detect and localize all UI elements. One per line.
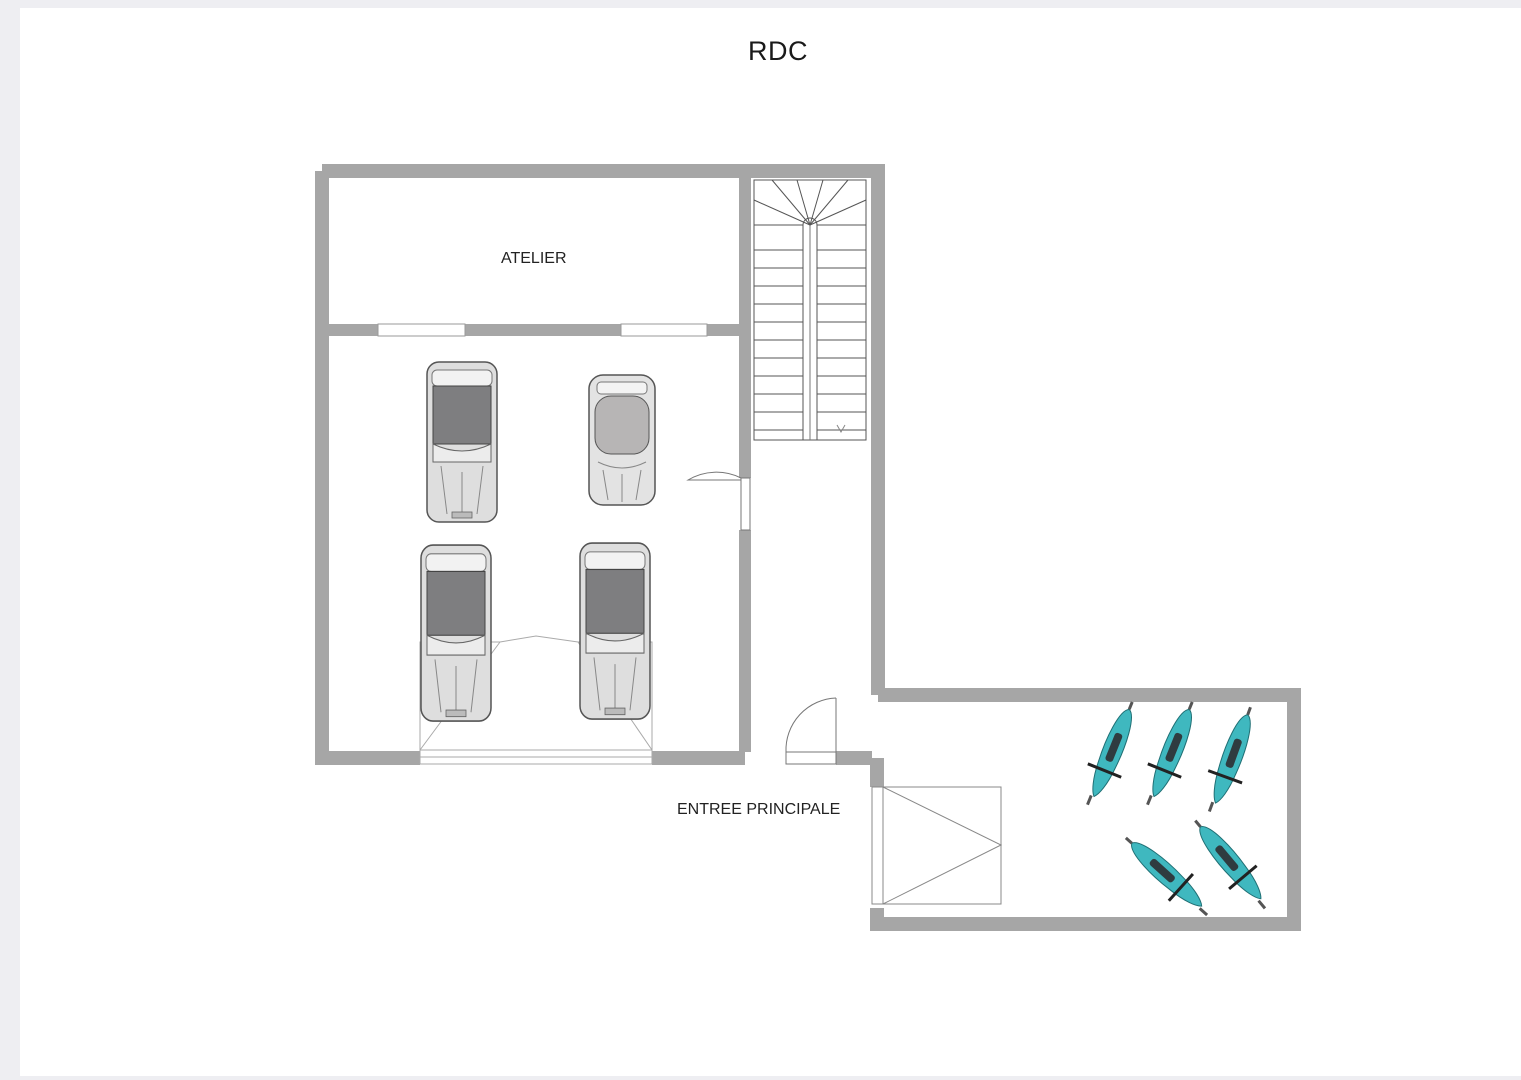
bike-2 (1132, 693, 1211, 815)
car-3 (420, 544, 492, 722)
floor-title: RDC (748, 36, 808, 66)
bike-3 (1193, 699, 1269, 821)
stair-winders (753, 179, 867, 226)
atelier-windows (377, 323, 708, 337)
plan-sheet (20, 8, 1521, 1076)
car-1 (426, 361, 498, 523)
garage-hall-door (686, 471, 751, 531)
car-2 (588, 374, 656, 506)
annex-door (871, 786, 1003, 905)
staircase (753, 179, 867, 441)
room-label-entree: ENTREE PRINCIPALE (677, 801, 841, 818)
car-4 (579, 542, 651, 720)
room-label-atelier: ATELIER (501, 250, 567, 267)
annex-walls (870, 688, 1301, 931)
entrance-door (785, 697, 837, 765)
main-building-walls (315, 164, 885, 765)
bike-1 (1072, 693, 1151, 815)
stair-steps (754, 249, 866, 431)
